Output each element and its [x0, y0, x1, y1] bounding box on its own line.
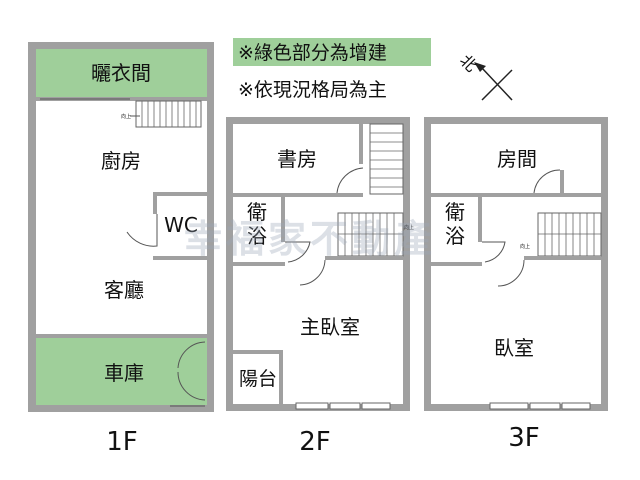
- room-bedroom: 臥室: [494, 336, 534, 360]
- room-master-bedroom: 主臥室: [300, 315, 360, 339]
- compass-north-label: 北: [456, 51, 481, 76]
- floor-2f: 向上 書房 衛浴 主臥室 陽台 2F: [226, 117, 414, 457]
- compass: 北: [456, 51, 513, 101]
- room-laundry: 曬衣間: [91, 61, 151, 85]
- stairs-1f: 向上: [121, 100, 202, 128]
- note-green-addition: ※綠色部分為增建: [238, 42, 387, 64]
- room-living: 客廳: [104, 278, 144, 302]
- room-bath-3f-second-char: 浴: [445, 224, 465, 248]
- laundry-area: [36, 49, 207, 97]
- stair-label-1f: 向上: [121, 113, 131, 120]
- room-room: 房間: [497, 147, 537, 171]
- room-study: 書房: [277, 147, 317, 171]
- garage-area: [36, 338, 207, 405]
- watermark: 幸福家不動產: [184, 217, 436, 261]
- floor-3f: 向上 房間 衛浴 臥室 3F: [424, 117, 608, 453]
- room-wc: WC: [164, 213, 198, 237]
- floor-label-2f: 2F: [299, 427, 331, 457]
- floor-1f: 向上 曬衣間 廚房 WC 客廳 車庫 1F: [28, 42, 214, 457]
- room-bath-2f-char1: 衛浴: [247, 200, 267, 248]
- stairs-3f: 向上: [520, 212, 602, 257]
- stairs-2f-top: [369, 123, 404, 195]
- north-arrow-icon: [474, 62, 486, 72]
- room-bath-3f-wrap: 衛浴: [445, 200, 465, 248]
- room-garage: 車庫: [104, 361, 144, 385]
- room-bath-2f-second-char: 浴: [247, 224, 267, 248]
- room-bath-2f: 衛: [247, 200, 267, 224]
- green-note-bg: [233, 38, 431, 66]
- room-kitchen: 廚房: [101, 149, 141, 173]
- note-layout: ※依現況格局為主: [238, 79, 387, 101]
- room-bath-3f: 衛: [445, 200, 465, 224]
- stair-label-3f: 向上: [520, 243, 530, 250]
- room-balcony: 陽台: [239, 368, 277, 390]
- stairs-2f-mid: 向上: [337, 212, 414, 257]
- floor-label-1f: 1F: [106, 427, 138, 457]
- stair-label-2f: 向上: [404, 224, 414, 231]
- floor-label-3f: 3F: [508, 423, 540, 453]
